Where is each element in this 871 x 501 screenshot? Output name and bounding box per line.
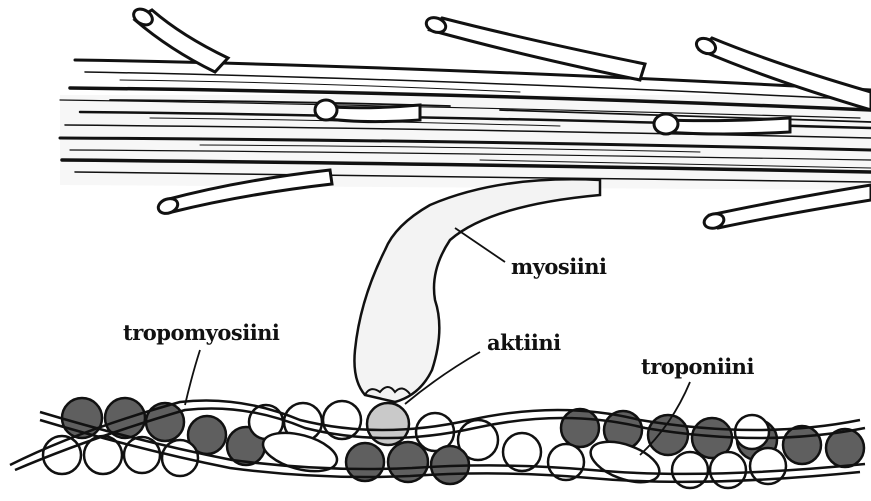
actin-label: aktiini [487, 330, 561, 355]
tropomyosin-leader [185, 350, 200, 405]
myosin-head [354, 179, 600, 402]
myosin-leader [455, 228, 505, 262]
tropomyosin-label: tropomyosiini [123, 320, 279, 345]
myosin-label: myosiini [511, 254, 606, 279]
actin-filament [43, 398, 864, 490]
troponin-label: troponiini [641, 354, 754, 379]
